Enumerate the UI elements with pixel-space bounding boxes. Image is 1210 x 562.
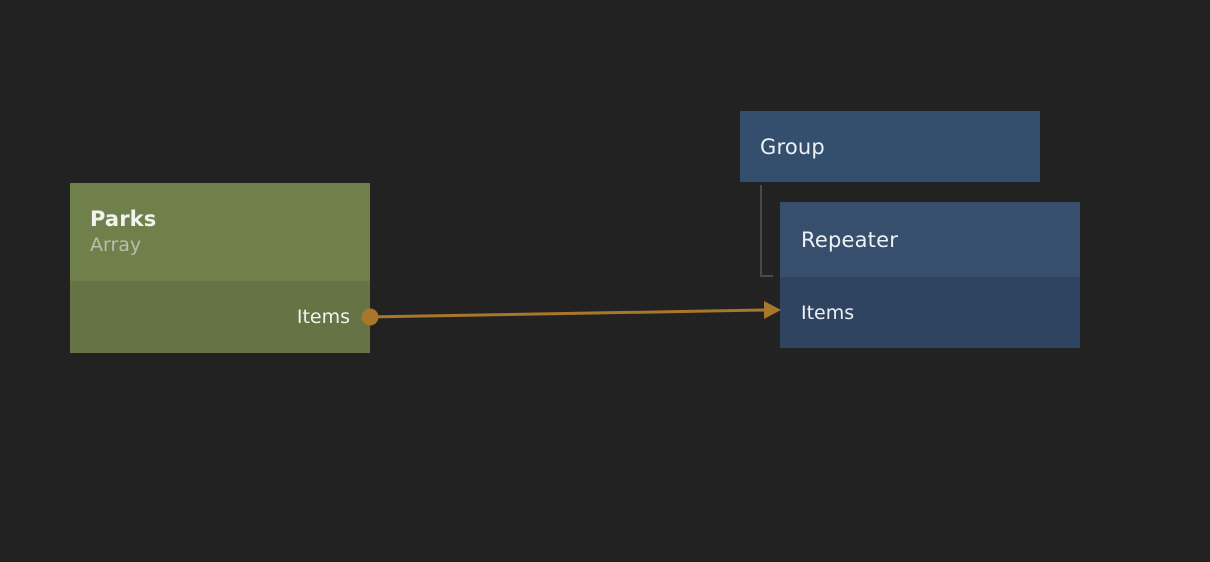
node-repeater-input-port-label: Items (801, 301, 855, 324)
connection-line-parks-items-to-repeater-items[interactable] (369, 308, 767, 319)
node-parks-subtitle: Array (90, 234, 142, 256)
tree-bracket-path (760, 185, 773, 277)
node-group[interactable]: Group (740, 111, 1040, 182)
node-parks-header[interactable]: Parks Array (70, 183, 370, 281)
node-group-title: Group (760, 134, 825, 159)
node-parks[interactable]: Parks Array Items (70, 183, 370, 353)
node-group-header[interactable]: Group (740, 111, 1040, 182)
node-repeater-title: Repeater (801, 227, 899, 252)
node-repeater-input-port-row[interactable]: Items (780, 277, 1080, 348)
node-parks-output-port-label: Items (296, 306, 350, 328)
connection-arrowhead-icon (764, 301, 781, 319)
node-repeater[interactable]: Repeater Items (780, 202, 1080, 348)
node-parks-output-port-row[interactable]: Items (70, 281, 370, 353)
node-parks-title: Parks (90, 207, 157, 231)
node-repeater-header[interactable]: Repeater (780, 202, 1080, 277)
